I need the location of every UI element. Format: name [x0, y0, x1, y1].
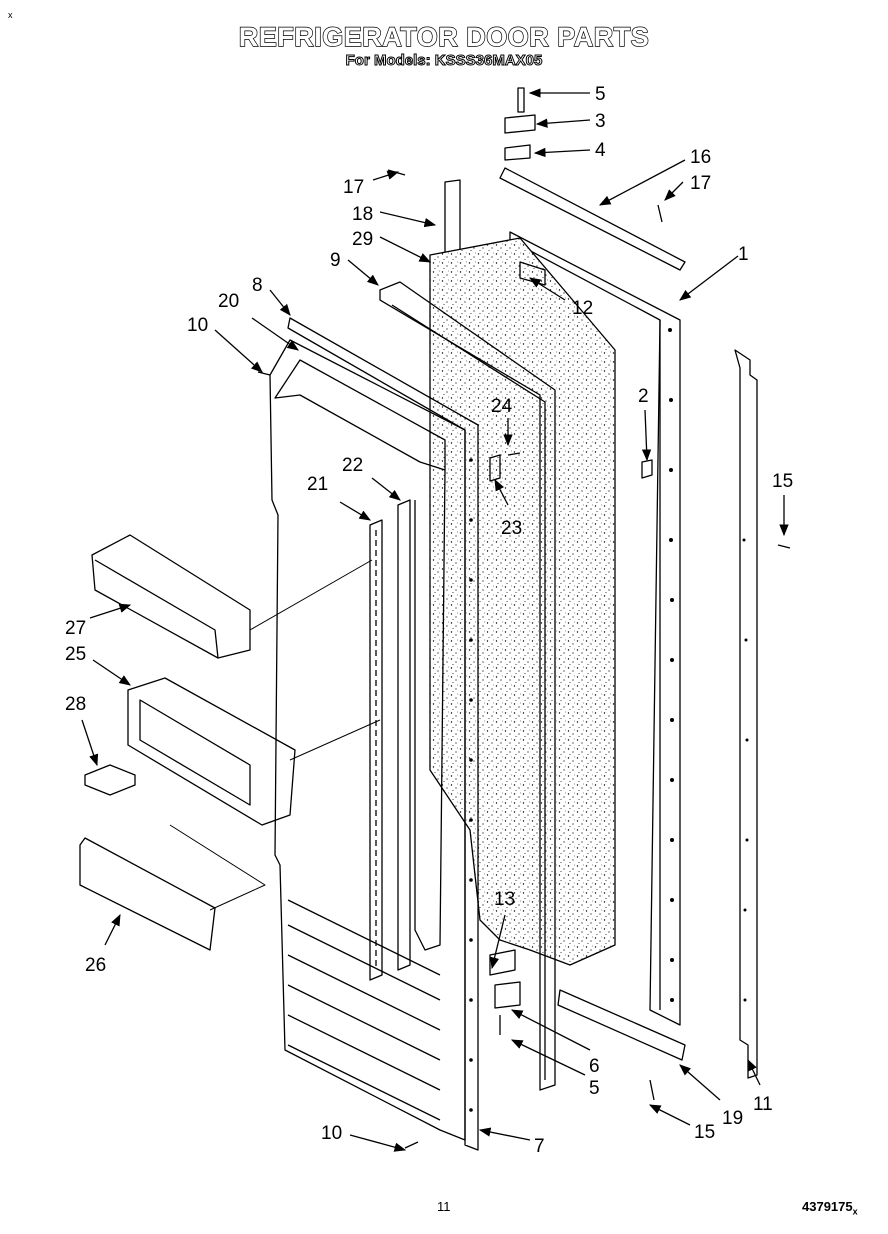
callout-25: 25 — [65, 644, 86, 665]
callout-23: 23 — [501, 518, 522, 539]
callout-19: 19 — [722, 1108, 743, 1129]
part-25-dispenser-housing — [127, 677, 296, 826]
part-23-plate — [489, 454, 501, 482]
callout-7: 7 — [534, 1136, 545, 1157]
part-15-screw-bottom — [649, 1079, 655, 1101]
callout-27: 27 — [65, 618, 86, 639]
callout-9: 9 — [330, 250, 341, 271]
part-2-clip — [641, 459, 653, 479]
callout-17-right: 17 — [690, 173, 711, 194]
callout-6: 6 — [589, 1056, 600, 1077]
callout-16: 16 — [690, 147, 711, 168]
part-25-housing-opening — [139, 699, 251, 806]
part-27-shelf-bin — [91, 534, 251, 659]
part-24-screw — [507, 452, 521, 456]
callout-13: 13 — [494, 889, 515, 910]
part-28-drip-tray — [84, 764, 136, 796]
part-20-liner-steps — [287, 899, 441, 1121]
callout-22: 22 — [342, 455, 363, 476]
callout-29: 29 — [352, 229, 373, 250]
callout-labels: 5 3 4 16 17 17 18 29 9 1 12 8 20 10 2 24… — [65, 84, 793, 1157]
part-5-top-screw — [517, 87, 525, 113]
part-3-top-hinge — [504, 114, 536, 134]
callout-15-right: 15 — [772, 471, 793, 492]
part-11-holes — [742, 538, 749, 1002]
callout-3: 3 — [595, 111, 606, 132]
callout-arrows — [81, 88, 789, 1152]
callout-4: 4 — [595, 140, 606, 161]
callout-5-bottom: 5 — [589, 1078, 600, 1099]
callout-28: 28 — [65, 694, 86, 715]
part-20-door-liner — [269, 339, 466, 1141]
callout-21: 21 — [307, 474, 328, 495]
document-number: 4379175x — [802, 1199, 858, 1217]
corner-mark: x — [8, 10, 13, 20]
part-22-rail — [397, 499, 411, 971]
callout-24: 24 — [491, 396, 513, 417]
callout-17-left: 17 — [343, 177, 364, 198]
callout-18: 18 — [352, 204, 373, 225]
leader-line-27 — [249, 559, 373, 631]
part-4-hinge-plate — [504, 144, 531, 161]
callout-11: 11 — [753, 1094, 773, 1115]
part-21-rail — [369, 519, 383, 981]
page-number: 11 — [437, 1199, 451, 1214]
callout-5-top: 5 — [595, 84, 606, 105]
model-subtitle: For Models: KSSS36MAX05 — [345, 52, 543, 70]
callout-20: 20 — [218, 291, 239, 312]
callout-10-bottom: 10 — [321, 1123, 342, 1144]
part-9-gasket-inner — [391, 304, 546, 1080]
part-9-gasket — [379, 281, 556, 1091]
part-12-bracket — [519, 261, 546, 286]
part-26-trim-panel — [79, 837, 216, 951]
part-20-liner-inner-edge — [414, 469, 446, 951]
part-1-frame-holes — [668, 328, 674, 1002]
callout-2: 2 — [638, 386, 649, 407]
callout-8: 8 — [252, 275, 263, 296]
part-10-screw-bottom — [404, 1141, 419, 1149]
part-16-top-bracket — [499, 167, 686, 271]
part-10-screw-top — [257, 371, 271, 376]
part-8-screw-holes — [469, 458, 473, 1112]
part-11-side-trim — [734, 349, 758, 1079]
callout-1: 1 — [738, 244, 749, 265]
part-19-bottom-bracket — [557, 989, 686, 1061]
callout-10-top: 10 — [187, 315, 208, 336]
part-29-foam-panel — [429, 237, 616, 966]
part-8-edge-strip — [287, 317, 479, 1151]
part-6-bottom-hinge — [494, 981, 521, 1009]
callout-26: 26 — [85, 955, 106, 976]
callout-12: 12 — [572, 298, 593, 319]
part-15-screw-right — [777, 544, 791, 549]
leader-line-25 — [289, 719, 381, 761]
part-27-bin-front — [94, 559, 219, 659]
part-17-screw-right — [657, 204, 663, 223]
callout-15-bottom: 15 — [694, 1122, 715, 1143]
leader-line-26 — [169, 824, 266, 911]
page-title: REFRIGERATOR DOOR PARTS — [238, 21, 650, 52]
